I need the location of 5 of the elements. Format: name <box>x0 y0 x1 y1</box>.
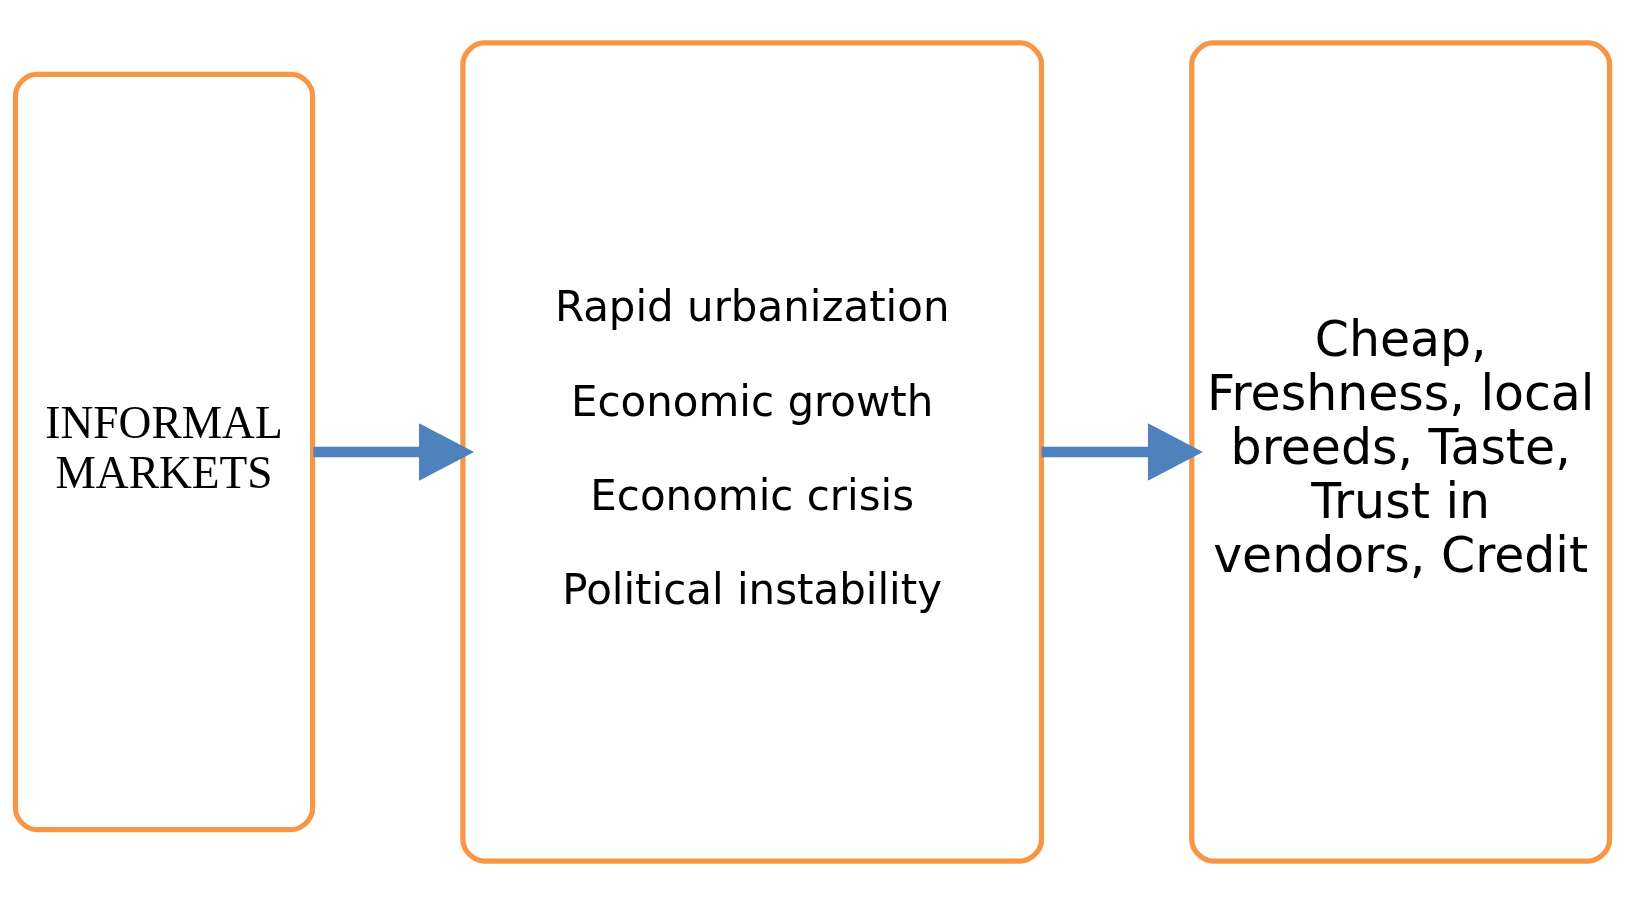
node-box: Cheap, Freshness, local breeds, Taste, Trust in vendors, Credit <box>1189 40 1613 864</box>
node-box: INFORMAL MARKETS <box>12 71 316 833</box>
arrow <box>313 423 475 481</box>
node-box: Rapid urbanization Economic growth Economic crisis Political instability <box>460 40 1045 864</box>
arrow <box>1041 423 1203 481</box>
